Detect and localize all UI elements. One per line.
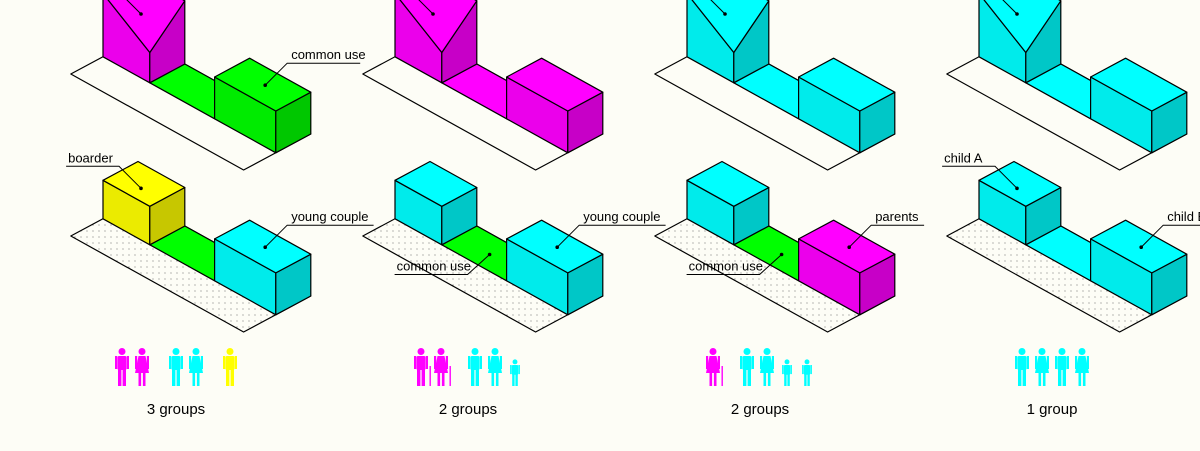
callout-line bbox=[394, 254, 490, 275]
callout-line bbox=[126, 0, 142, 15]
person-child-icon bbox=[802, 359, 812, 386]
tall-top bbox=[691, 0, 770, 54]
callout-dot bbox=[1139, 245, 1143, 249]
callout-line bbox=[1002, 0, 1018, 15]
person-old-woman-icon bbox=[434, 348, 451, 386]
box-top bbox=[506, 57, 604, 112]
callout-dot bbox=[431, 12, 435, 16]
label-box: child B bbox=[1167, 209, 1200, 224]
box-top bbox=[214, 57, 312, 112]
callout-line bbox=[848, 224, 925, 248]
person-man-icon bbox=[169, 348, 183, 386]
person-old-woman-icon bbox=[706, 348, 723, 386]
label-corridor: common use bbox=[397, 259, 471, 274]
label-box: young couple bbox=[583, 209, 660, 224]
tall-top bbox=[102, 160, 186, 207]
label-tall: child A bbox=[944, 150, 983, 165]
callout-line bbox=[264, 224, 374, 248]
upper-unit-2: parents bbox=[362, 0, 604, 171]
tall-top bbox=[983, 0, 1062, 54]
upper-unit-4: couple bbox=[946, 0, 1188, 171]
callout-line bbox=[264, 62, 361, 86]
groups-label-3: 2 groups bbox=[731, 401, 789, 418]
callout-dot bbox=[723, 12, 727, 16]
lower-unit-4: child A child B bbox=[942, 150, 1200, 333]
tall-top bbox=[394, 160, 478, 207]
callout-line bbox=[710, 0, 726, 15]
label-corridor: common use bbox=[689, 259, 763, 274]
callout-dot bbox=[139, 186, 143, 191]
lower-unit-1: boarder young couple bbox=[66, 150, 374, 333]
person-man-icon bbox=[740, 348, 754, 386]
person-old-man-icon bbox=[414, 348, 431, 386]
person-man-icon bbox=[468, 348, 482, 386]
person-woman-icon bbox=[135, 348, 149, 386]
callout-dot bbox=[555, 245, 559, 249]
person-woman-icon bbox=[1035, 348, 1049, 386]
box-top bbox=[506, 219, 604, 274]
callout-dot bbox=[263, 83, 268, 87]
tall-top bbox=[107, 0, 186, 54]
callout-dot bbox=[139, 12, 143, 16]
person-man-icon bbox=[223, 348, 237, 386]
person-woman-icon bbox=[1075, 348, 1089, 386]
lower-unit-3: common use parents bbox=[654, 160, 925, 333]
callout-line bbox=[942, 165, 1018, 189]
callout-dot bbox=[1015, 12, 1019, 16]
tall-top bbox=[978, 160, 1062, 207]
person-man-icon bbox=[115, 348, 129, 386]
upper-unit-1: parentscommon use bbox=[70, 0, 366, 171]
lower-unit-2: common use young couple bbox=[362, 160, 666, 333]
callout-dot bbox=[779, 252, 784, 257]
label-box: parents bbox=[875, 209, 919, 224]
tall-top bbox=[686, 160, 770, 207]
box-top bbox=[214, 219, 312, 274]
groups-label-4: 1 group bbox=[1027, 401, 1078, 418]
person-woman-icon bbox=[760, 348, 774, 386]
callout-dot bbox=[263, 245, 268, 249]
callout-dot bbox=[847, 245, 851, 249]
callout-dot bbox=[1015, 186, 1019, 191]
box-top bbox=[797, 219, 896, 274]
label-tall: boarder bbox=[68, 150, 113, 165]
callout-line bbox=[418, 0, 434, 15]
person-woman-icon bbox=[189, 348, 203, 386]
box-top bbox=[1089, 57, 1188, 112]
box-top bbox=[797, 57, 896, 112]
person-man-icon bbox=[1055, 348, 1069, 386]
label-box: young couple bbox=[291, 209, 368, 224]
callout-line bbox=[66, 165, 142, 189]
person-child-icon bbox=[510, 359, 520, 386]
person-child-icon bbox=[782, 359, 792, 386]
upper-unit-3: young couple bbox=[654, 0, 896, 171]
person-woman-icon bbox=[488, 348, 502, 386]
tall-top bbox=[399, 0, 478, 54]
box-top bbox=[1089, 219, 1188, 274]
callout-line bbox=[686, 254, 782, 275]
label-box: common use bbox=[291, 47, 365, 62]
callout-line bbox=[556, 224, 666, 248]
person-man-icon bbox=[1015, 348, 1029, 386]
groups-label-2: 2 groups bbox=[439, 401, 497, 418]
callout-line bbox=[1140, 224, 1200, 248]
callout-dot bbox=[487, 252, 492, 257]
groups-label-1: 3 groups bbox=[147, 401, 205, 418]
